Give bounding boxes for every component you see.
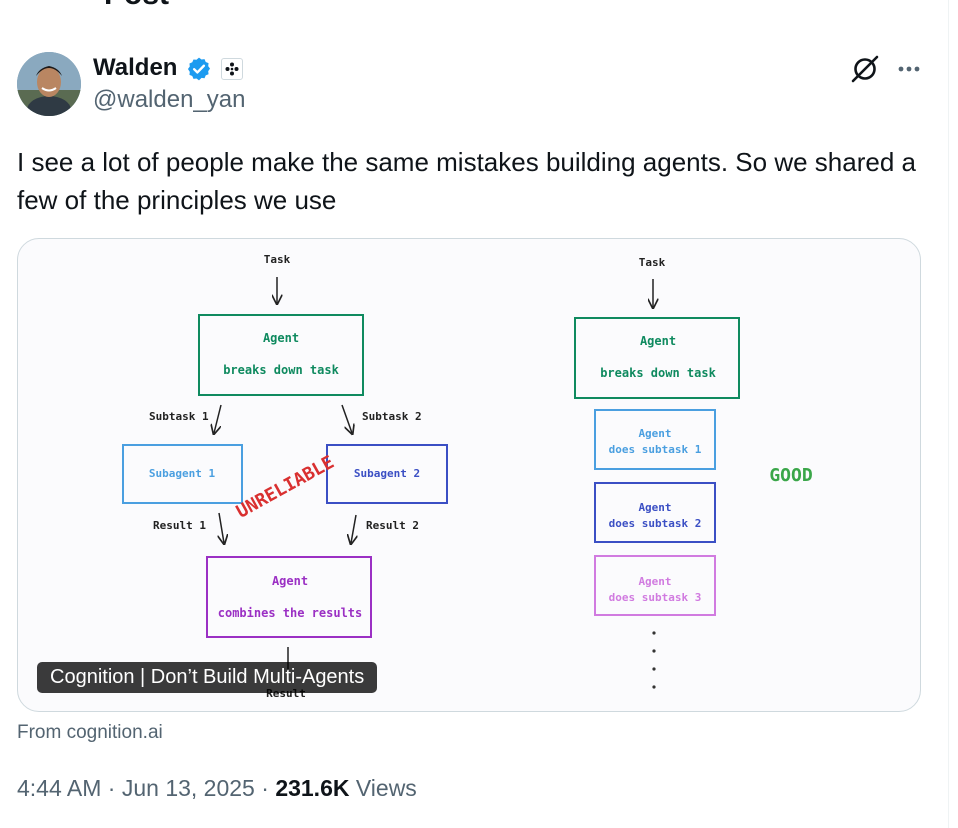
card-title-overlay[interactable]: Cognition | Don’t Build Multi-Agents xyxy=(37,662,378,693)
subtask2-label: Subtask 2 xyxy=(362,410,422,423)
subagent2-box xyxy=(326,444,448,504)
step2-sub: does subtask 2 xyxy=(609,517,702,530)
views-count: 231.6K xyxy=(275,775,350,801)
timeline-divider xyxy=(948,0,949,828)
result2-arrow xyxy=(351,514,356,543)
combine-agent-box xyxy=(206,556,372,638)
step3-title: Agent xyxy=(638,575,671,588)
step1-sub: does subtask 1 xyxy=(609,443,702,456)
post-text: I see a lot of people make the same mist… xyxy=(17,147,916,215)
step3-sub: does subtask 3 xyxy=(609,591,702,604)
post-date[interactable]: Jun 13, 2025 xyxy=(121,775,255,801)
result2-label: Result 2 xyxy=(366,519,419,532)
step2-title: Agent xyxy=(638,501,671,514)
step2-box xyxy=(594,482,716,543)
subtask2-arrow xyxy=(341,404,352,433)
subtask1-arrow xyxy=(214,404,222,433)
subtask1-label: Subtask 1 xyxy=(149,410,209,423)
page-header-partial: Post xyxy=(104,0,169,12)
post-time[interactable]: 4:44 AM xyxy=(17,775,102,801)
combine-agent-title: Agent xyxy=(272,574,308,588)
combine-agent-sub: combines the results xyxy=(218,606,363,620)
affiliate-badge-icon[interactable] xyxy=(221,58,243,80)
result1-label: Result 1 xyxy=(153,519,206,532)
step1-box xyxy=(594,409,716,470)
post-meta: 4:44 AM · Jun 13, 2025 · 231.6K Views xyxy=(17,775,417,802)
left-task-label: Task xyxy=(264,253,291,266)
right-agent-title: Agent xyxy=(640,334,676,348)
link-card[interactable]: Task Agent breaks down task Subtask 1 Su… xyxy=(17,238,921,712)
right-agent-sub: breaks down task xyxy=(600,366,716,380)
architecture-diagram: Task Agent breaks down task Subtask 1 Su… xyxy=(122,253,813,700)
result1-arrow xyxy=(219,512,224,543)
subagent1-box xyxy=(122,444,243,504)
good-label: GOOD xyxy=(769,465,813,486)
right-agent-box xyxy=(574,317,740,399)
step1-title: Agent xyxy=(638,427,671,440)
author-name[interactable]: Walden xyxy=(93,54,178,81)
author-handle[interactable]: @walden_yan xyxy=(93,86,246,113)
meta-separator: · xyxy=(254,775,276,801)
left-agent-sub: breaks down task xyxy=(223,363,339,377)
unreliable-label: UNRELIABLE xyxy=(233,452,338,523)
continuation-dots xyxy=(652,631,656,689)
grok-icon[interactable] xyxy=(850,54,880,84)
left-agent-box xyxy=(198,314,364,396)
right-task-label: Task xyxy=(639,256,666,269)
subagent2-label: Subagent 2 xyxy=(354,467,420,480)
meta-separator: · xyxy=(101,775,122,801)
step3-box xyxy=(594,555,716,616)
card-source[interactable]: From cognition.ai xyxy=(17,722,163,743)
left-agent-title: Agent xyxy=(263,331,299,345)
subagent1-label: Subagent 1 xyxy=(149,467,216,480)
views-label: Views xyxy=(349,775,417,801)
avatar[interactable] xyxy=(17,52,81,116)
more-options-icon[interactable] xyxy=(895,58,925,80)
verified-badge-icon[interactable] xyxy=(186,56,212,82)
